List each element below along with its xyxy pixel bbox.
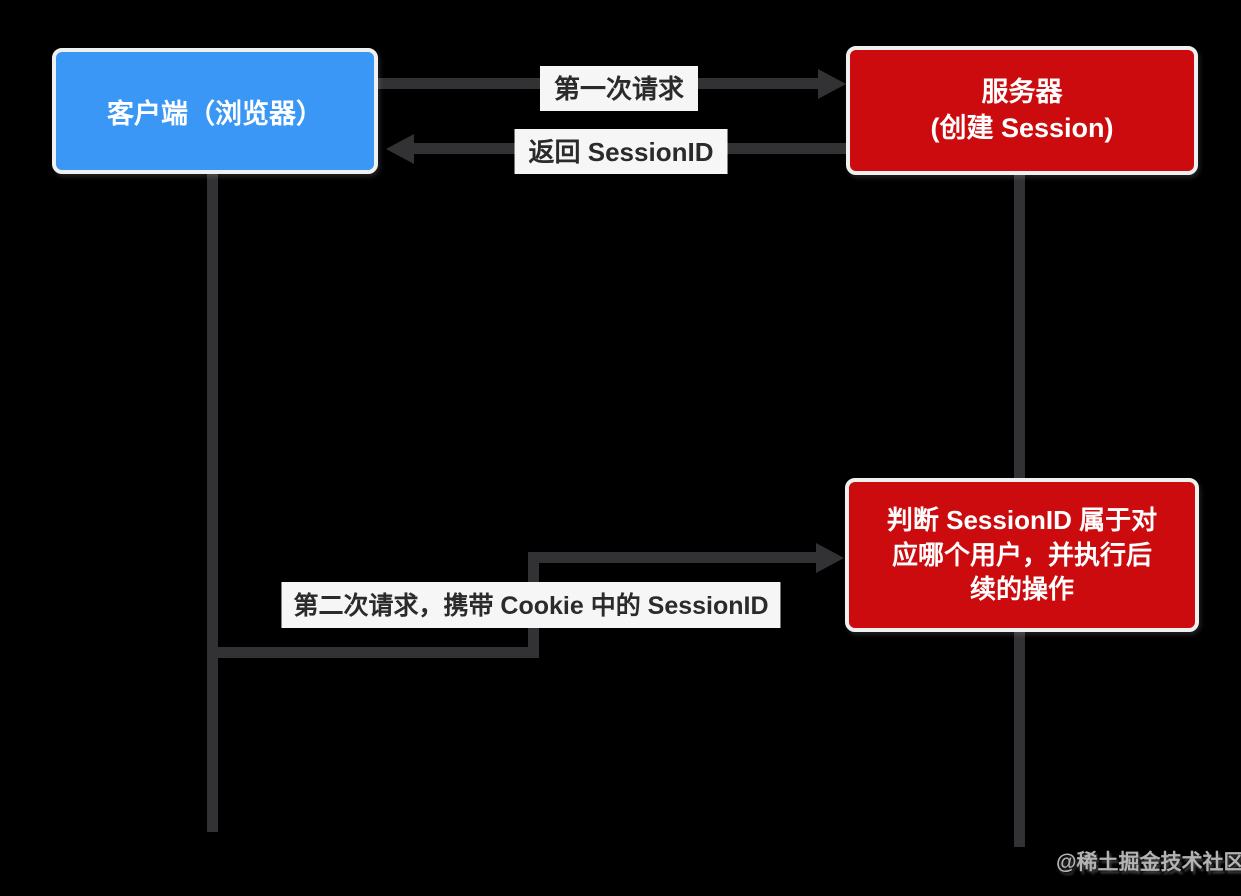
edge-second-request-segment-lower: [207, 647, 539, 658]
node-client-browser: 客户端（浏览器）: [52, 48, 378, 174]
server-lifeline-upper: [1014, 174, 1025, 478]
arrow-left-icon: [386, 134, 414, 164]
arrow-right-icon: [818, 69, 846, 99]
watermark-juejin-community: @稀土掘金技术社区: [1056, 851, 1241, 874]
client-lifeline: [207, 173, 218, 832]
edge-label-second-request: 第二次请求，携带 Cookie 中的 SessionID: [281, 582, 781, 628]
node-judge-sessionid: 判断 SessionID 属于对 应哪个用户，并执行后 续的操作: [845, 478, 1199, 632]
server-lifeline-lower: [1014, 630, 1025, 847]
edge-label-return-sessionid: 返回 SessionID: [514, 129, 728, 174]
edge-label-first-request: 第一次请求: [539, 66, 699, 111]
edge-second-request-segment-upper: [528, 552, 816, 563]
arrow-right-icon: [816, 543, 844, 573]
node-server-create-session: 服务器 (创建 Session): [846, 46, 1198, 175]
